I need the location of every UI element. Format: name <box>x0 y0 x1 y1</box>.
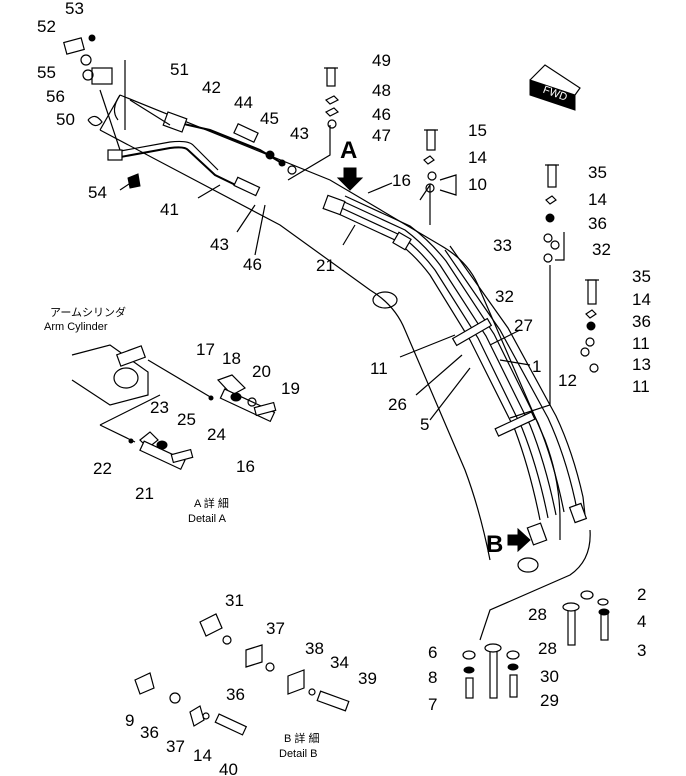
caption-detail-a-jp: A 詳 細 <box>194 496 229 510</box>
label-56: 56 <box>46 87 65 106</box>
label-39: 39 <box>358 669 377 688</box>
label-3: 3 <box>637 641 646 660</box>
hose-42 <box>162 111 297 175</box>
label-36d: 36 <box>140 723 159 742</box>
leader-lines <box>287 125 591 641</box>
label-16a: 16 <box>392 171 411 190</box>
label-45: 45 <box>260 109 279 128</box>
label-43a: 43 <box>290 124 309 143</box>
leader-ticks <box>119 99 565 421</box>
label-14c: 14 <box>632 290 651 309</box>
label-36a: 36 <box>588 214 607 233</box>
hardware-stack-top <box>324 67 599 373</box>
label-21a: 21 <box>316 256 335 275</box>
label-2: 2 <box>637 585 646 604</box>
label-37a: 37 <box>266 619 285 638</box>
label-33: 33 <box>493 236 512 255</box>
label-26: 26 <box>388 395 407 414</box>
label-15: 15 <box>468 121 487 140</box>
label-14b: 14 <box>588 190 607 209</box>
label-31: 31 <box>225 591 244 610</box>
label-23: 23 <box>150 398 169 417</box>
label-30: 30 <box>540 667 559 686</box>
caption-arm-en: Arm Cylinder <box>44 321 108 333</box>
label-46a: 46 <box>372 105 391 124</box>
label-22: 22 <box>93 459 112 478</box>
caption-detail-b-jp: B 詳 細 <box>284 731 319 745</box>
label-52: 52 <box>37 17 56 36</box>
label-18: 18 <box>222 349 241 368</box>
label-24: 24 <box>207 425 226 444</box>
label-21b: 21 <box>135 484 154 503</box>
label-11b: 11 <box>632 377 650 396</box>
caption-arm-jp: アームシリンダ <box>50 305 126 319</box>
label-27: 27 <box>514 316 533 335</box>
label-42: 42 <box>202 78 221 97</box>
label-32a: 32 <box>592 240 611 259</box>
label-12: 12 <box>558 371 577 390</box>
hardware-stack-bottom <box>462 590 610 699</box>
label-6: 6 <box>428 643 437 662</box>
label-32b: 32 <box>495 287 514 306</box>
label-41: 41 <box>160 200 179 219</box>
label-10: 10 <box>468 175 487 194</box>
label-13: 13 <box>632 355 651 374</box>
detail-a-drawing <box>71 344 277 471</box>
label-54: 54 <box>88 183 107 202</box>
label-5: 5 <box>420 415 429 434</box>
caption-detail-a-en: Detail A <box>188 513 227 525</box>
detail-b-drawing <box>134 613 350 736</box>
label-1: 1 <box>532 357 541 376</box>
label-35b: 35 <box>632 267 651 286</box>
part-54 <box>127 173 141 189</box>
arrow-a <box>336 167 364 191</box>
part-labels: 53 52 55 56 50 51 42 44 45 43 49 48 46 4… <box>37 0 651 776</box>
label-14d: 14 <box>193 746 212 765</box>
clamp-50 <box>63 34 126 151</box>
label-38: 38 <box>305 639 324 658</box>
label-9: 9 <box>125 711 134 730</box>
label-25: 25 <box>177 410 196 429</box>
label-48: 48 <box>372 81 391 100</box>
label-40: 40 <box>219 760 238 776</box>
label-46b: 46 <box>243 255 262 274</box>
label-35a: 35 <box>588 163 607 182</box>
label-11c: 11 <box>370 359 388 378</box>
label-arrow-b: B <box>486 531 503 558</box>
label-20: 20 <box>252 362 271 381</box>
label-43b: 43 <box>210 235 229 254</box>
label-14a: 14 <box>468 148 487 167</box>
label-8: 8 <box>428 668 437 687</box>
label-29: 29 <box>540 691 559 710</box>
boom-outline <box>99 94 561 573</box>
label-51: 51 <box>170 60 189 79</box>
label-16b: 16 <box>236 457 255 476</box>
label-55: 55 <box>37 63 56 82</box>
label-44: 44 <box>234 93 253 112</box>
label-53: 53 <box>65 0 84 18</box>
arrow-b <box>507 527 531 553</box>
label-50: 50 <box>56 110 75 129</box>
label-arrow-a: A <box>340 137 357 164</box>
label-49: 49 <box>372 51 391 70</box>
fwd-badge: FWD <box>529 64 581 111</box>
pipe-bundle <box>322 194 588 546</box>
label-17: 17 <box>196 340 215 359</box>
label-19: 19 <box>281 379 300 398</box>
label-7: 7 <box>428 695 437 714</box>
label-34: 34 <box>330 653 349 672</box>
hose-41 <box>107 140 261 197</box>
label-4: 4 <box>637 612 646 631</box>
label-36c: 36 <box>226 685 245 704</box>
label-28a: 28 <box>528 605 547 624</box>
caption-detail-b-en: Detail B <box>279 748 318 760</box>
label-47: 47 <box>372 126 391 145</box>
label-37b: 37 <box>166 737 185 756</box>
label-36b: 36 <box>632 312 651 331</box>
label-11a: 11 <box>632 334 650 353</box>
label-28b: 28 <box>538 639 557 658</box>
